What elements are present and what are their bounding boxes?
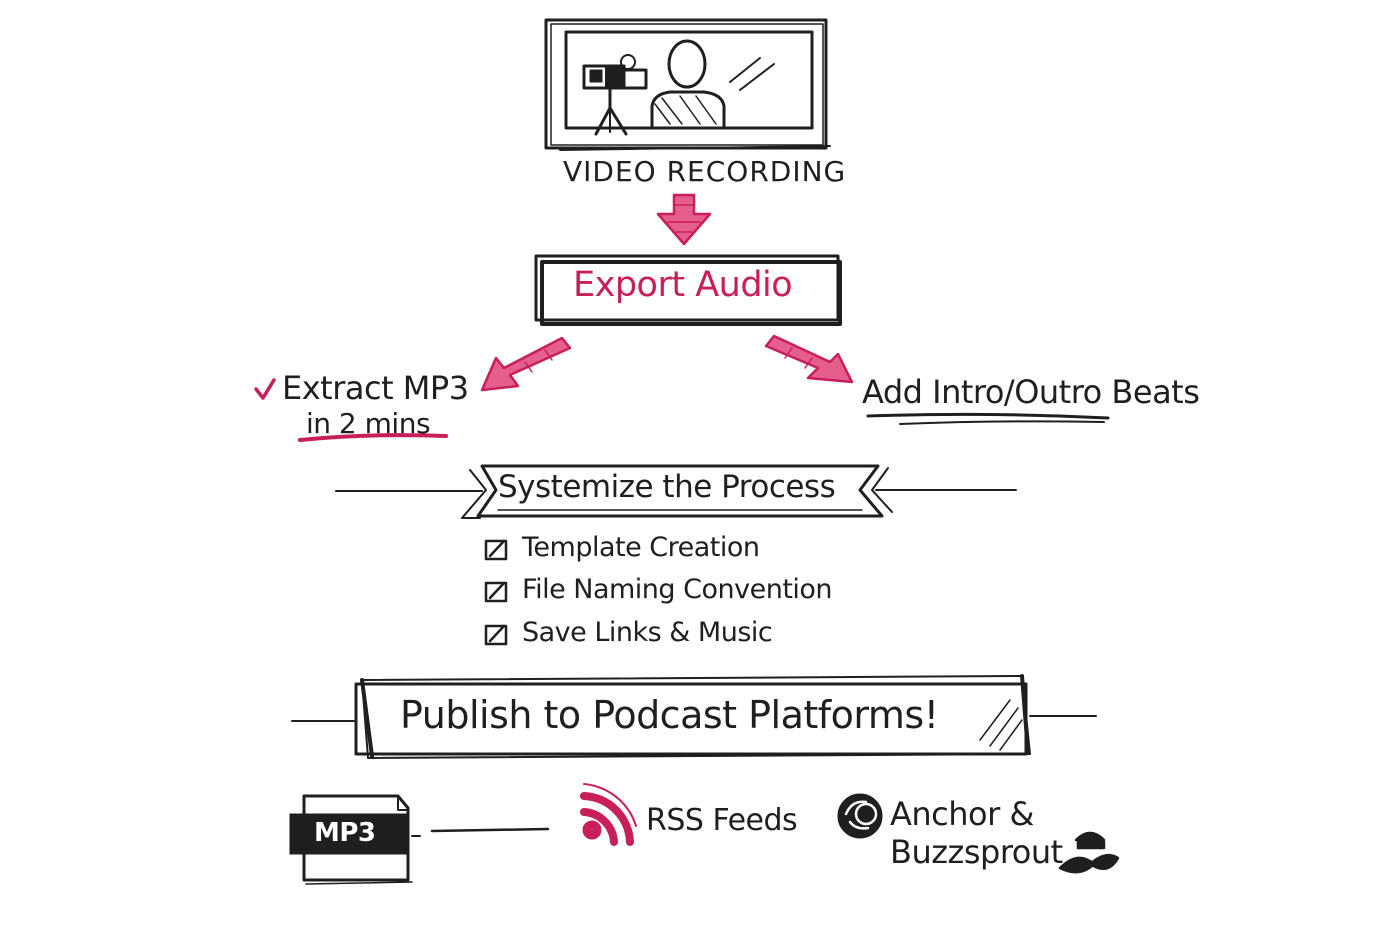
checkmark-icon [254,378,276,400]
rss-feed-icon [580,783,637,846]
checklist-item: Save Links & Music [522,617,773,648]
checklist-item: File Naming Convention [522,574,833,605]
step-video-recording: VIDEO RECORDING [563,155,847,188]
anchor-logo-icon [837,793,883,839]
mp3-label: MP3 [314,818,376,848]
step-publish: Publish to Podcast Platforms! [400,693,939,737]
pink-arrow-icon [656,193,712,246]
platform-anchor: Anchor & [890,795,1034,833]
mp3-file-icon [289,794,421,885]
platform-buzzsprout: Buzzsprout [890,833,1063,871]
step-extract-time: in 2 mins [306,407,431,440]
step-extract-mp3: Extract MP3 [282,369,469,407]
platform-rss: RSS Feeds [646,803,798,838]
buzzsprout-logo-icon [1058,831,1120,874]
systemize-ribbon [335,464,1017,519]
video-recording-icon [544,18,831,151]
export-audio-box [534,254,842,326]
step-systemize: Systemize the Process [498,469,836,505]
step-export-audio: Export Audio [573,265,793,305]
checklist-item: Template Creation [522,532,760,563]
step-intro-outro: Add Intro/Outro Beats [862,373,1200,411]
checked-box-icon [484,539,508,646]
publish-box [291,674,1097,759]
